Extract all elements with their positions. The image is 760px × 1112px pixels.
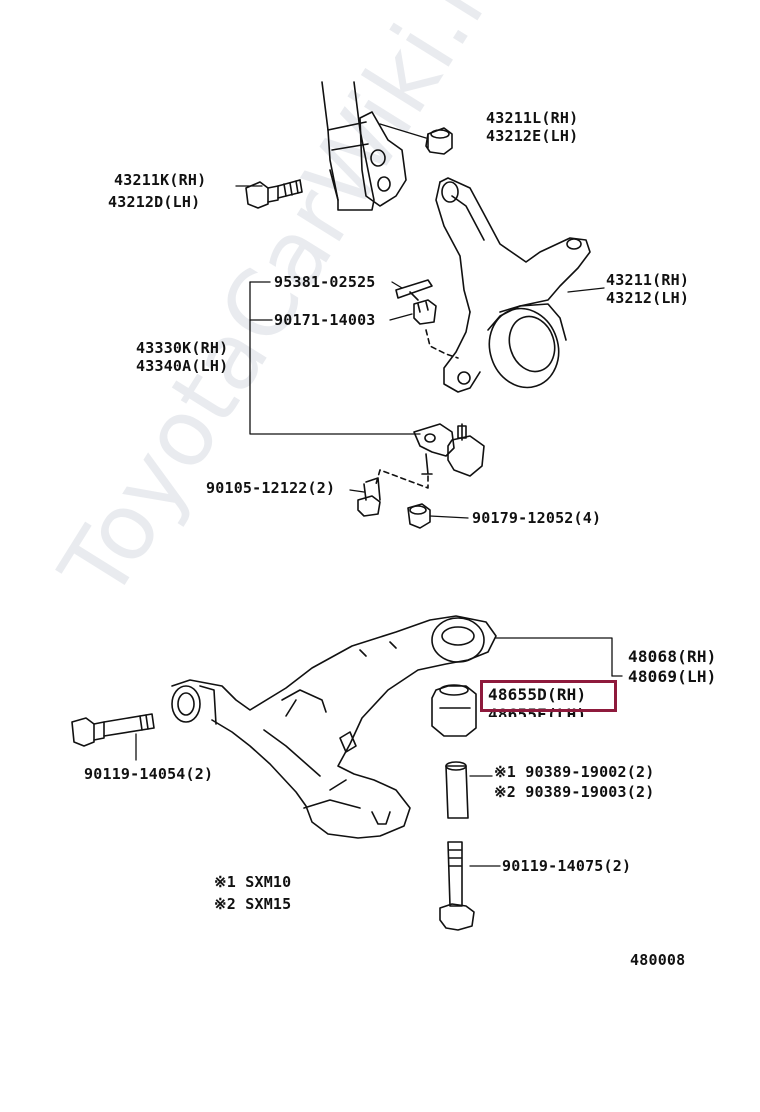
spacer-90389-icon xyxy=(445,761,469,819)
label-43211: 43211(RH) xyxy=(606,271,690,289)
assembly-guide-line xyxy=(425,329,459,359)
steering-knuckle xyxy=(435,177,591,393)
label-43212: 43212(LH) xyxy=(606,289,690,307)
label-48069: 48069(LH) xyxy=(628,667,717,686)
label-90179: 90179-12052(4) xyxy=(472,509,602,527)
bolt-90105-icon xyxy=(357,477,381,517)
diagram-reference-number: 480008 xyxy=(630,951,686,969)
label-48068: 48068(RH) xyxy=(628,647,717,666)
bolt-90119-14075-icon xyxy=(439,841,475,931)
label-90105: 90105-12122(2) xyxy=(206,479,336,497)
label-43212d: 43212D(LH) xyxy=(108,193,201,211)
label-90389-19003: ※2 90389-19003(2) xyxy=(494,783,655,801)
nut-43211l-icon xyxy=(425,127,453,155)
bolt-90119-14054-icon xyxy=(71,713,155,747)
cotter-pin-icon xyxy=(395,279,433,301)
bushing-48655d-icon xyxy=(431,684,477,737)
leader-lines xyxy=(135,123,623,867)
label-95381: 95381-02525 xyxy=(274,273,376,291)
label-43211k: 43211K(RH) xyxy=(114,171,207,189)
note-sxm15: ※2 SXM15 xyxy=(214,895,292,913)
label-90389-19002: ※1 90389-19002(2) xyxy=(494,763,655,781)
assembly-guide-line-2 xyxy=(375,469,429,489)
ball-joint xyxy=(413,423,485,477)
lower-control-arm xyxy=(171,615,497,839)
bolt-43211k-icon xyxy=(245,179,303,209)
label-43211l: 43211L(RH) xyxy=(486,109,579,127)
note-sxm10: ※1 SXM10 xyxy=(214,873,292,891)
label-43330k: 43330K(RH) xyxy=(136,339,229,357)
castle-nut-icon xyxy=(413,299,437,325)
label-90119-14054: 90119-14054(2) xyxy=(84,765,214,783)
nut-90179-icon xyxy=(407,503,431,529)
strut-bracket xyxy=(321,81,407,211)
label-90119-14075: 90119-14075(2) xyxy=(502,857,632,875)
label-43340a: 43340A(LH) xyxy=(136,357,229,375)
label-48655d: 48655D(RH) xyxy=(488,685,587,704)
label-90171: 90171-14003 xyxy=(274,311,376,329)
highlight-box-48655d xyxy=(480,680,617,712)
label-43212e: 43212E(LH) xyxy=(486,127,579,145)
